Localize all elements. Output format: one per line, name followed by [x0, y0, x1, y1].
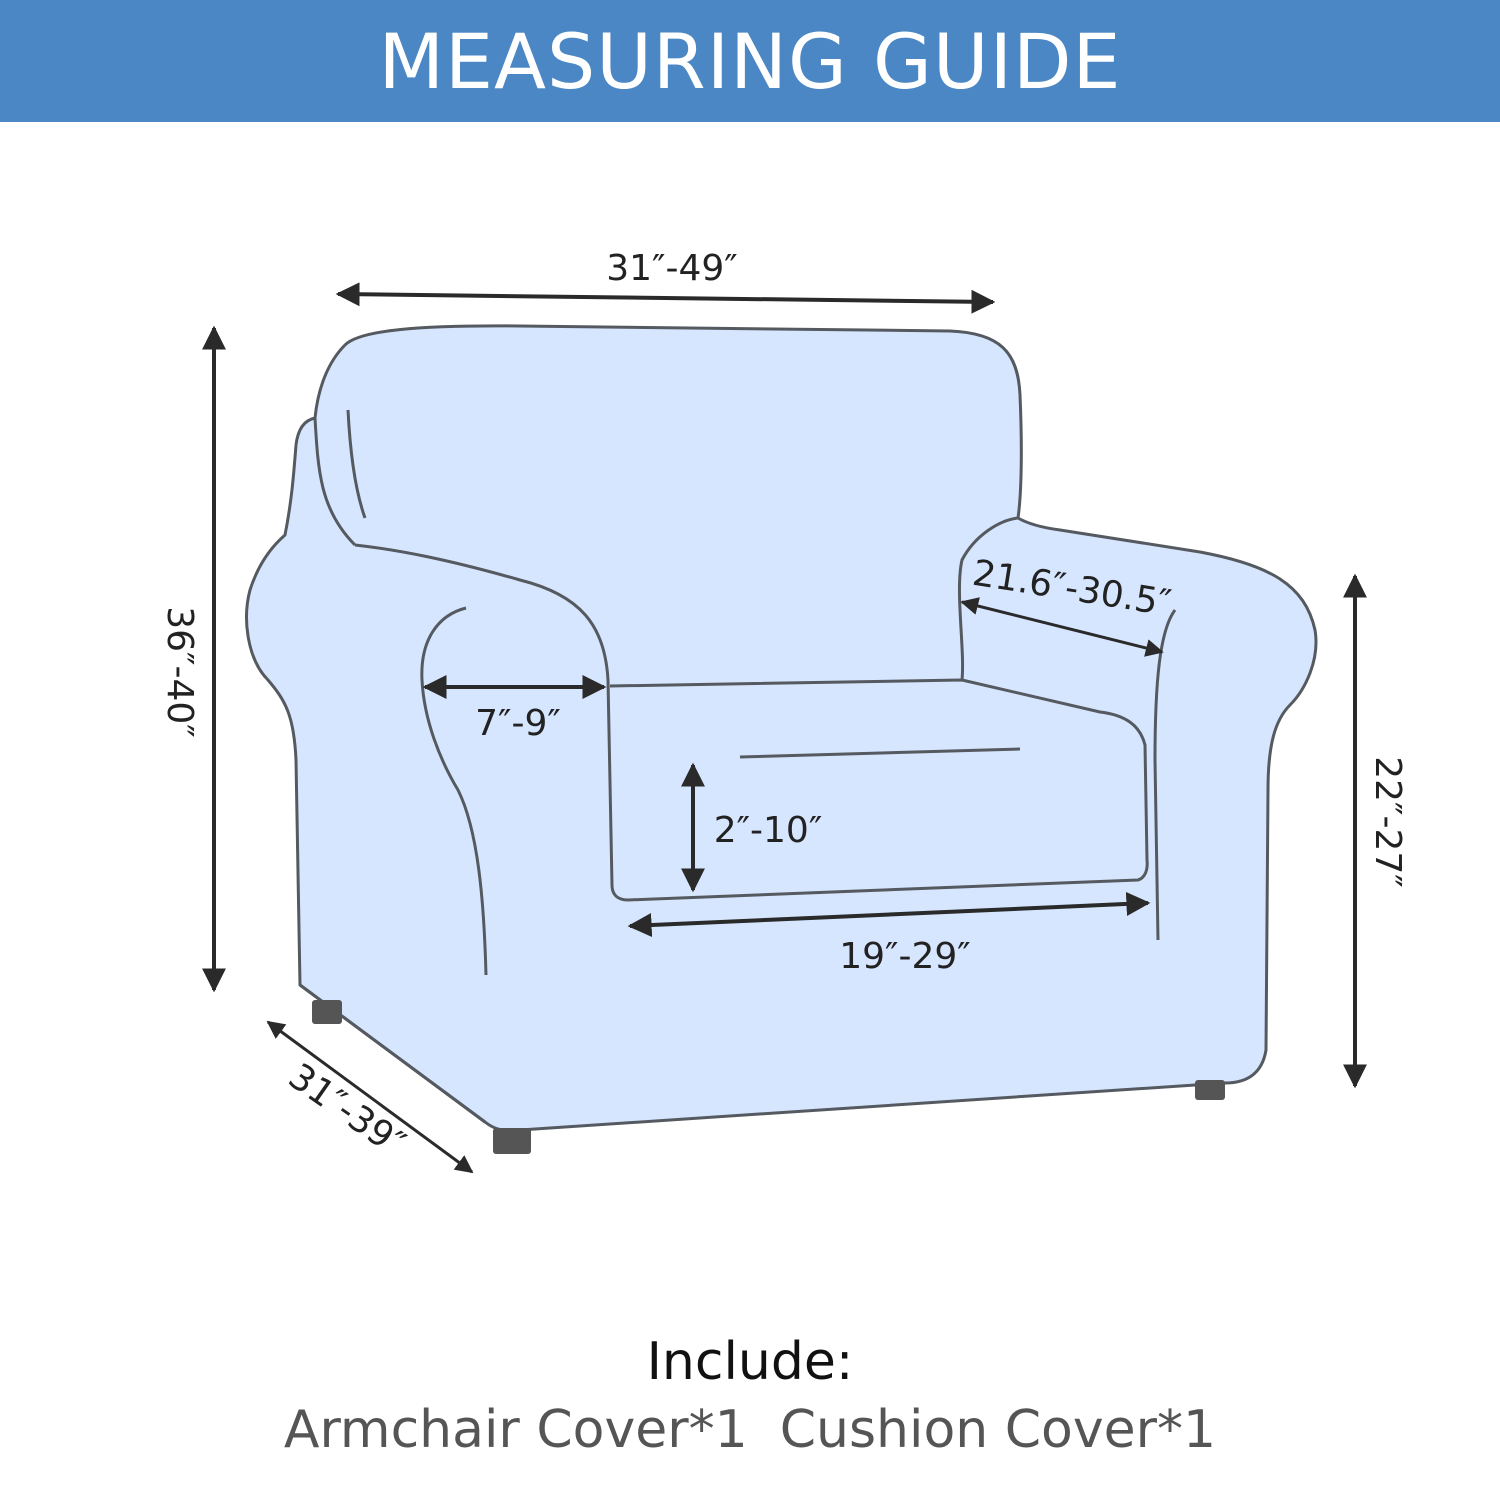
leg-front-left — [493, 1128, 531, 1154]
label-cushion-height: 2″-10″ — [714, 810, 823, 851]
right-arm-front-edge — [1153, 609, 1177, 941]
chair-legs — [312, 1000, 1225, 1154]
seat-width-arrow — [627, 891, 1151, 938]
back-width-arrow — [335, 282, 996, 314]
include-heading: Include: — [646, 1332, 854, 1392]
left-bolster — [313, 417, 357, 547]
label-arm-width: 7″-9″ — [475, 703, 561, 744]
left-bolster-crease — [346, 409, 367, 519]
leg-back-left — [312, 1000, 342, 1024]
armchair-diagram: 31″-49″ 36″-40″ 31″-39″ 7″-9″ 21.6″-30.5… — [0, 122, 1500, 1300]
label-seat-width: 19″-29″ — [839, 936, 971, 977]
depth-arrow — [266, 1020, 474, 1174]
header-banner: MEASURING GUIDE — [0, 0, 1500, 122]
label-depth: 31″-39″ — [281, 1056, 412, 1165]
armchair-illustration — [245, 324, 1318, 1133]
label-total-height: 36″-40″ — [159, 606, 200, 738]
label-arm-height: 22″-27″ — [1367, 756, 1408, 888]
arm-length-arrow — [960, 597, 1164, 657]
included-items-list: Armchair Cover*1 Cushion Cover*1 — [0, 1400, 1500, 1460]
left-arm-front — [354, 543, 1149, 902]
leg-front-right — [1195, 1080, 1225, 1100]
included-item: Armchair Cover*1 — [283, 1400, 748, 1460]
cushion-top-line — [739, 747, 1021, 759]
label-back-width: 31″-49″ — [606, 248, 738, 289]
included-item: Cushion Cover*1 — [779, 1400, 1217, 1460]
page-title: MEASURING GUIDE — [378, 16, 1122, 106]
left-arm-curve — [420, 606, 488, 976]
